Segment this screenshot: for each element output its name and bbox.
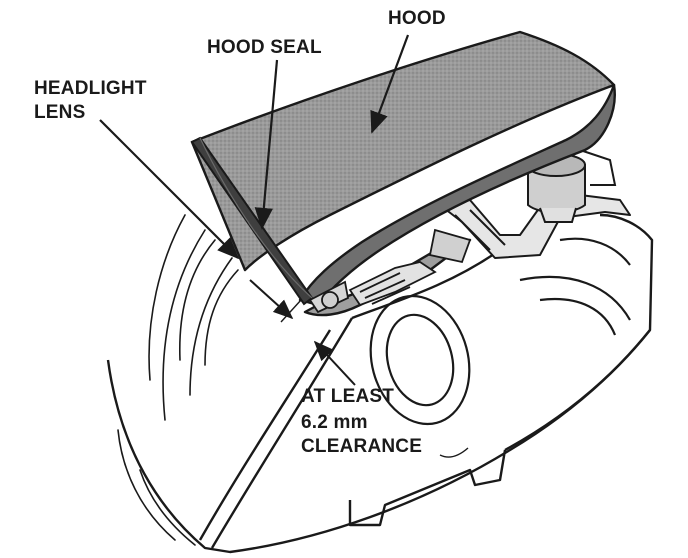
hood-panel [190, 30, 616, 317]
hood-seal-label: HOOD SEAL [207, 37, 322, 58]
hood-latch-detail [308, 228, 472, 314]
hood-seal-leader-arrow [254, 59, 279, 230]
hood-bracket [439, 194, 631, 259]
headlight-body [106, 198, 654, 554]
hood-leader-arrow [370, 34, 410, 134]
clearance-label-line2: 6.2 mm [301, 412, 368, 433]
hood-label: HOOD [388, 8, 446, 29]
clearance-dimension [249, 279, 469, 458]
clearance-tick-mark [439, 447, 469, 458]
leader-arrows [99, 34, 410, 260]
clearance-extension-line [280, 299, 302, 323]
lens-curvature-lines [117, 214, 239, 546]
headlight-lens-leader-arrow [99, 119, 240, 260]
clearance-label-line1: AT LEAST [301, 386, 395, 407]
headlight-projector [369, 237, 631, 426]
headlight-lens-label-line1: HEADLIGHT [34, 78, 147, 99]
headlight-lens-label-line2: LENS [34, 102, 86, 123]
clearance-arrow-upper [249, 279, 294, 320]
clearance-label-line3: CLEARANCE [301, 436, 423, 457]
hood-stop-bumper [526, 149, 617, 223]
clearance-arrow-lower [313, 340, 356, 386]
